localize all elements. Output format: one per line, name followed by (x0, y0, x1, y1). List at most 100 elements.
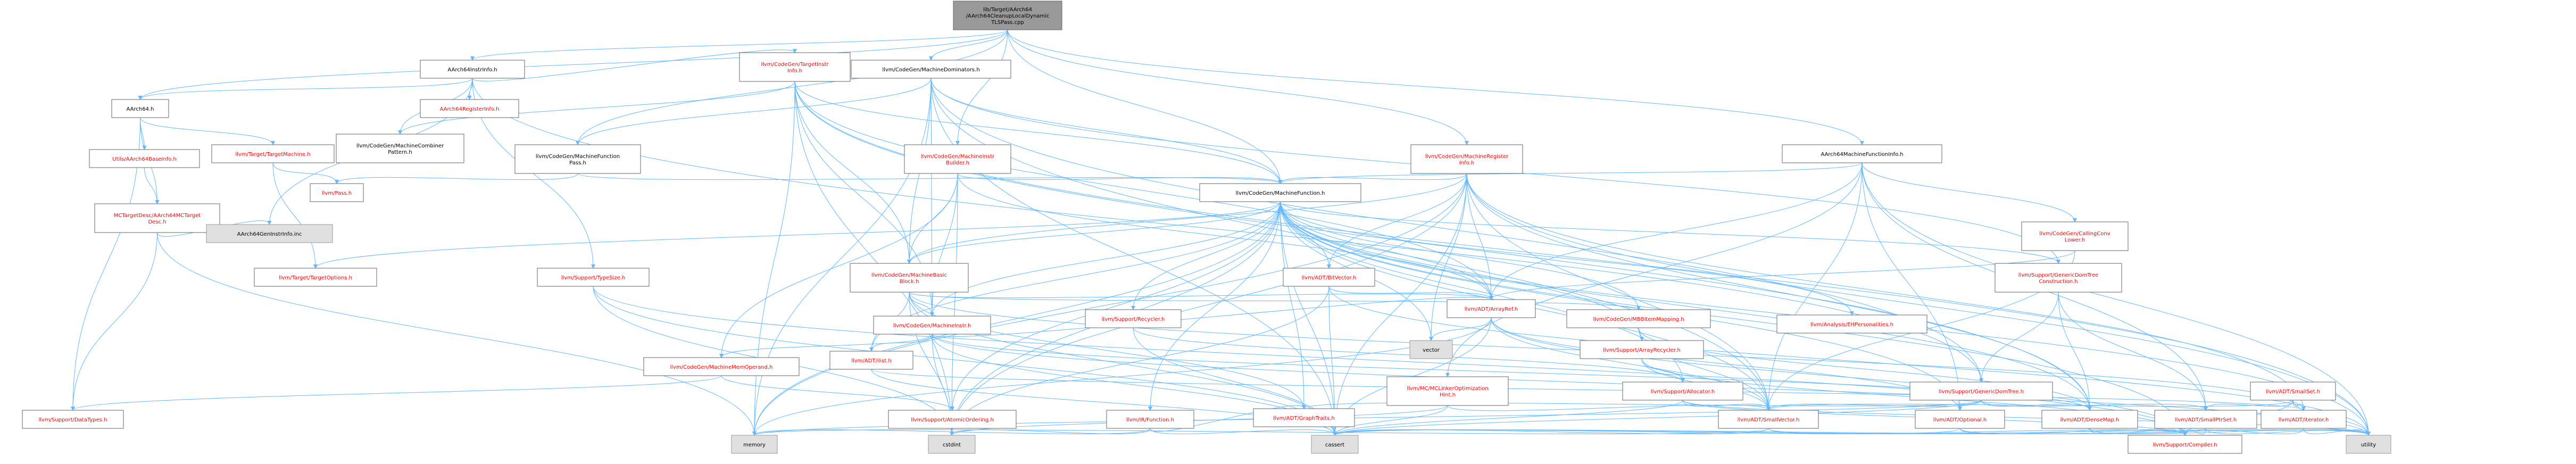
node-typesize[interactable]: llvm/Support/TypeSize.h (537, 268, 650, 287)
node-memory[interactable]: memory (731, 435, 778, 454)
node-label-mib-0: llvm/CodeGen/MachineInstr (921, 154, 995, 160)
edge-minstr-to-mmo (719, 334, 933, 358)
node-a64[interactable]: AArch64.h (111, 99, 169, 118)
node-geninc[interactable]: AArch64GenInstrInfo.inc (206, 224, 333, 243)
node-vector[interactable]: vector (1409, 340, 1453, 359)
edge-densemap-to-utility (2089, 428, 2371, 436)
edge-mf-to-bitvector (1280, 201, 1331, 269)
node-topts[interactable]: llvm/Target/TargetOptions.h (254, 268, 377, 287)
node-alloc[interactable]: llvm/Support/Allocator.h (1622, 382, 1743, 401)
node-arrayref[interactable]: llvm/ADT/ArrayRef.h (1447, 299, 1536, 318)
node-recycler[interactable]: llvm/Support/Recycler.h (1085, 309, 1182, 328)
node-label-atomic-0: llvm/Support/AtomicOrdering.h (911, 417, 994, 423)
node-densemap[interactable]: llvm/ADT/DenseMap.h (2041, 410, 2138, 429)
node-cassert[interactable]: cassert (1311, 435, 1359, 454)
node-compiler[interactable]: llvm/Support/Compiler.h (2128, 435, 2242, 454)
node-box-tii (739, 52, 851, 82)
node-mmo[interactable]: llvm/CodeGen/MachineMemOperand.h (643, 357, 800, 376)
node-label-a64-0: AArch64.h (127, 106, 154, 112)
node-label-ilist-0: llvm/ADT/ilist.h (851, 358, 892, 364)
node-graphtraits[interactable]: llvm/ADT/GraphTraits.h (1253, 408, 1355, 427)
node-cstdint[interactable]: cstdint (928, 435, 976, 454)
edge-mbb-to-mbbim (909, 292, 1641, 310)
node-label-arec-0: llvm/Support/ArrayRecycler.h (1603, 347, 1681, 353)
node-label-minstr-0: llvm/CodeGen/MachineInstr.h (893, 323, 971, 329)
node-datatypes[interactable]: llvm/Support/DataTypes.h (22, 410, 124, 429)
edge-targetmachine-to-pass (272, 162, 339, 184)
edge-recycler-to-alloc (1133, 327, 1685, 383)
node-root[interactable]: lib/Target/AArch64/AArch64CleanupLocalDy… (953, 1, 1062, 30)
node-label-mf-0: llvm/CodeGen/MachineFunction.h (1236, 190, 1325, 196)
node-arec[interactable]: llvm/Support/ArrayRecycler.h (1580, 340, 1704, 359)
edge-mri-to-bitvector (1327, 173, 1467, 269)
node-mf[interactable]: llvm/CodeGen/MachineFunction.h (1199, 183, 1361, 202)
node-ehp[interactable]: llvm/Analysis/EHPersonalities.h (1776, 314, 1927, 334)
edge-gdt-to-cassert (1333, 400, 1982, 436)
node-utils[interactable]: Utils/AArch64BaseInfo.h (89, 149, 200, 168)
edge-tii-to-arrayref (794, 81, 1493, 300)
node-label-root-2: TLSPass.cpp (991, 20, 1024, 26)
node-label-iterator-0: llvm/ADT/iterator.h (2279, 417, 2329, 423)
node-label-mcdesc-1: Desc.h (148, 219, 166, 225)
node-label-ccl-1: Lower.h (2065, 237, 2085, 243)
node-box-ilist (829, 351, 913, 370)
node-mbbim[interactable]: llvm/CodeGen/MBBItemMapping.h (1566, 309, 1711, 328)
node-label-smallvector-0: llvm/ADT/SmallVector.h (1738, 417, 1800, 423)
edge-mdom-to-gdt (930, 78, 1983, 383)
node-reginfo[interactable]: AArch64RegisterInfo.h (420, 99, 519, 118)
node-ilist[interactable]: llvm/ADT/ilist.h (829, 351, 913, 370)
node-box-mf (1199, 183, 1361, 202)
node-box-geninc (206, 224, 333, 243)
node-optional[interactable]: llvm/ADT/Optional.h (1915, 410, 2005, 429)
node-label-gdt-0: llvm/Support/GenericDomTree.h (1939, 389, 2024, 395)
node-smallset[interactable]: llvm/ADT/SmallSet.h (2250, 382, 2336, 401)
node-mfi[interactable]: AArch64MachineFunctionInfo.h (1782, 144, 1942, 163)
node-box-gdt (1909, 382, 2053, 401)
node-irfunc[interactable]: llvm/IR/Function.h (1106, 410, 1194, 429)
node-targetmachine[interactable]: llvm/Target/TargetMachine.h (211, 144, 335, 163)
node-label-smallptrset-0: llvm/ADT/SmallPtrSet.h (2175, 417, 2237, 423)
node-box-bitvector (1283, 268, 1375, 287)
node-pass[interactable]: llvm/Pass.h (310, 183, 364, 202)
node-label-mcombiner-0: llvm/CodeGen/MachineCombiner (356, 143, 444, 149)
node-gdt[interactable]: llvm/Support/GenericDomTree.h (1909, 382, 2053, 401)
edge-smallptrset-to-utility (2205, 428, 2371, 436)
edge-tii-to-mf (794, 81, 1283, 184)
edge-mf-to-densemap (1280, 201, 2092, 411)
edge-mib-to-arrayref (957, 173, 1493, 300)
node-iterator[interactable]: llvm/ADT/iterator.h (2261, 410, 2347, 429)
node-mdom[interactable]: llvm/CodeGen/MachineDominators.h (851, 60, 1011, 79)
node-label-gdtc-0: llvm/Support/GenericDomTree (2018, 272, 2099, 278)
node-smallvector[interactable]: llvm/ADT/SmallVector.h (1718, 410, 1819, 429)
node-label-mfpass-0: llvm/CodeGen/MachineFunction (536, 154, 620, 160)
node-box-optional (1915, 410, 2005, 429)
node-smallptrset[interactable]: llvm/ADT/SmallPtrSet.h (2154, 410, 2257, 429)
edge-bitvector-to-arrayref (1328, 286, 1493, 300)
node-utility[interactable]: utility (2346, 435, 2391, 454)
edge-mfi-to-optional (1862, 162, 1962, 411)
edge-root-to-a64 (138, 29, 1008, 100)
edge-arrayref-to-smallvector (1491, 317, 1771, 411)
node-atomic[interactable]: llvm/Support/AtomicOrdering.h (888, 410, 1017, 429)
edge-root-to-mfi (1007, 29, 1864, 145)
node-bitvector[interactable]: llvm/ADT/BitVector.h (1283, 268, 1375, 287)
edge-mf-to-memory (752, 201, 1281, 436)
node-label-mib-1: Builder.h (946, 160, 969, 166)
edge-root-to-mib (955, 29, 1008, 145)
edge-root-to-mri (1007, 29, 1469, 145)
edge-mf-to-graphtraits (1280, 201, 1306, 409)
node-label-mbb-0: llvm/CodeGen/MachineBasic (871, 272, 947, 278)
node-box-typesize (537, 268, 650, 287)
node-minstr[interactable]: llvm/CodeGen/MachineInstr.h (873, 316, 991, 335)
node-gdtc[interactable]: llvm/Support/GenericDomTreeConstruction.… (1995, 263, 2122, 293)
node-instrinfo[interactable]: AArch64InstrInfo.h (420, 60, 525, 79)
